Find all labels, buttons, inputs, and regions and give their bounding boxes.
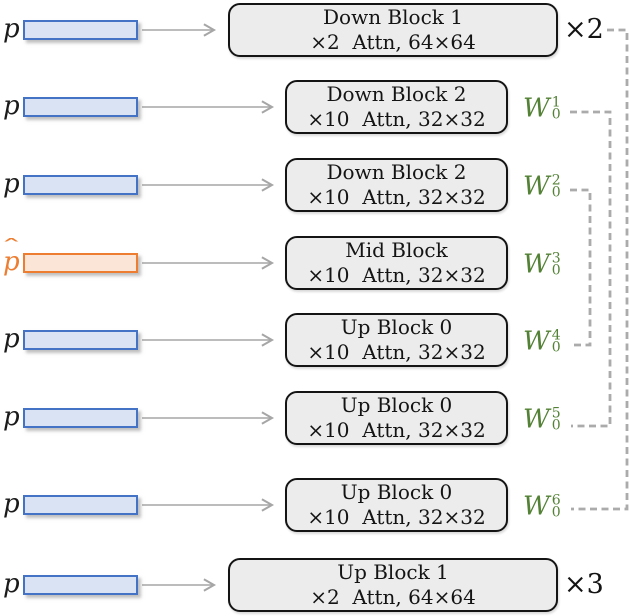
input-embedding-rect: [23, 408, 138, 428]
unet-block: Down Block 2 ×10 Attn, 32×32: [285, 158, 508, 212]
unet-block: Up Block 0 ×10 Attn, 32×32: [285, 391, 508, 445]
input-symbol: p: [3, 13, 20, 44]
unet-block: Down Block 2 ×10 Attn, 32×32: [285, 80, 508, 134]
weight-superscript: 4: [551, 327, 561, 344]
hat-accent: ˆ: [0, 235, 23, 258]
input-symbol: p: [3, 568, 20, 599]
block-title: Down Block 1: [323, 5, 463, 29]
unet-row: p Down Block 1 ×2 Attn, 64×64 ×2: [0, 3, 630, 57]
input-embedding-rect: [23, 20, 138, 40]
weight-subscript: 0: [551, 339, 561, 356]
block-title: Mid Block: [345, 238, 448, 262]
unet-block: Up Block 0 ×10 Attn, 32×32: [285, 313, 508, 367]
input-symbol: p: [3, 401, 20, 432]
unet-block: Down Block 1 ×2 Attn, 64×64: [228, 3, 558, 57]
input-embedding-rect: [23, 97, 138, 117]
input-embedding-rect: [23, 253, 138, 273]
block-title: Down Block 2: [326, 82, 467, 106]
input-symbol: p: [3, 488, 20, 519]
block-config: ×10 Attn, 32×32: [307, 340, 486, 364]
block-config: ×10 Attn, 32×32: [307, 263, 486, 287]
weight-superscript: 2: [551, 172, 561, 189]
input-symbol: p: [3, 168, 20, 199]
block-title: Up Block 1: [337, 560, 449, 584]
weight-subscript: 0: [551, 184, 561, 201]
block-title: Up Block 0: [340, 315, 453, 339]
input-embedding-rect: [23, 330, 138, 350]
block-config: ×2 Attn, 64×64: [310, 30, 476, 54]
repeat-multiplier: ×3: [564, 568, 604, 600]
weight-subscript: 0: [551, 504, 561, 521]
input-symbol: p: [3, 323, 20, 354]
unet-row: p Up Block 1 ×2 Attn, 64×64 ×3: [0, 558, 630, 612]
weight-superscript: 3: [551, 250, 561, 267]
weight-subscript: 0: [551, 417, 561, 434]
weight-superscript: 1: [551, 94, 561, 111]
block-config: ×10 Attn, 32×32: [307, 418, 486, 442]
block-title: Up Block 0: [340, 393, 453, 417]
weight-superscript: 5: [551, 405, 561, 422]
weight-subscript: 0: [551, 106, 561, 123]
input-embedding-rect: [23, 495, 138, 515]
weight-superscript: 6: [551, 492, 561, 509]
block-title: Up Block 0: [340, 480, 453, 504]
input-embedding-rect: [23, 575, 138, 595]
block-config: ×2 Attn, 64×64: [310, 585, 476, 609]
unet-block: Mid Block ×10 Attn, 32×32: [285, 236, 508, 290]
block-config: ×10 Attn, 32×32: [307, 185, 486, 209]
repeat-multiplier: ×2: [564, 13, 604, 45]
block-config: ×10 Attn, 32×32: [307, 505, 486, 529]
input-symbol: p: [3, 90, 20, 121]
unet-block: Up Block 0 ×10 Attn, 32×32: [285, 478, 508, 532]
unet-block: Up Block 1 ×2 Attn, 64×64: [228, 558, 558, 612]
input-embedding-rect: [23, 175, 138, 195]
block-config: ×10 Attn, 32×32: [307, 107, 486, 131]
block-title: Down Block 2: [326, 160, 467, 184]
weight-subscript: 0: [551, 262, 561, 279]
